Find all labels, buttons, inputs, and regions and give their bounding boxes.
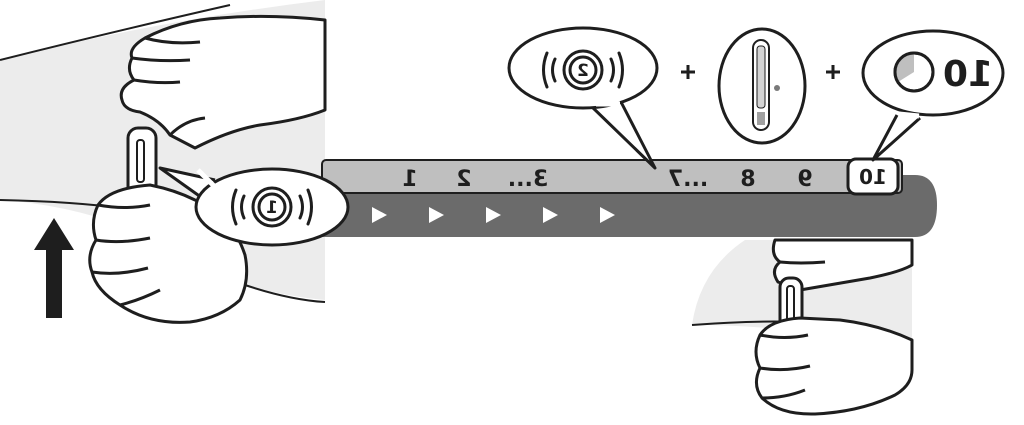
pen-window-icon [719, 29, 805, 143]
final-count-label: 10 [859, 165, 887, 189]
count-label: 9 [797, 167, 812, 192]
callout-second-click [509, 28, 657, 168]
final-count-box: 10 [848, 159, 898, 194]
callout-start-number: 1 [266, 198, 278, 218]
count-label: 3... [508, 167, 548, 192]
timer-icon [895, 53, 933, 91]
count-label: ...7 [668, 167, 708, 192]
count-label: 1 [402, 167, 417, 192]
callout-timer [863, 31, 1003, 160]
plus-icon [681, 65, 695, 79]
count-label: 2 [456, 167, 471, 192]
timer-number: 10 [943, 54, 993, 95]
holding-hand-right [756, 318, 912, 414]
up-arrow-icon [34, 218, 74, 318]
callout-mid-number: 2 [577, 61, 589, 81]
plus-icon [826, 65, 840, 79]
count-label: 8 [740, 167, 755, 192]
